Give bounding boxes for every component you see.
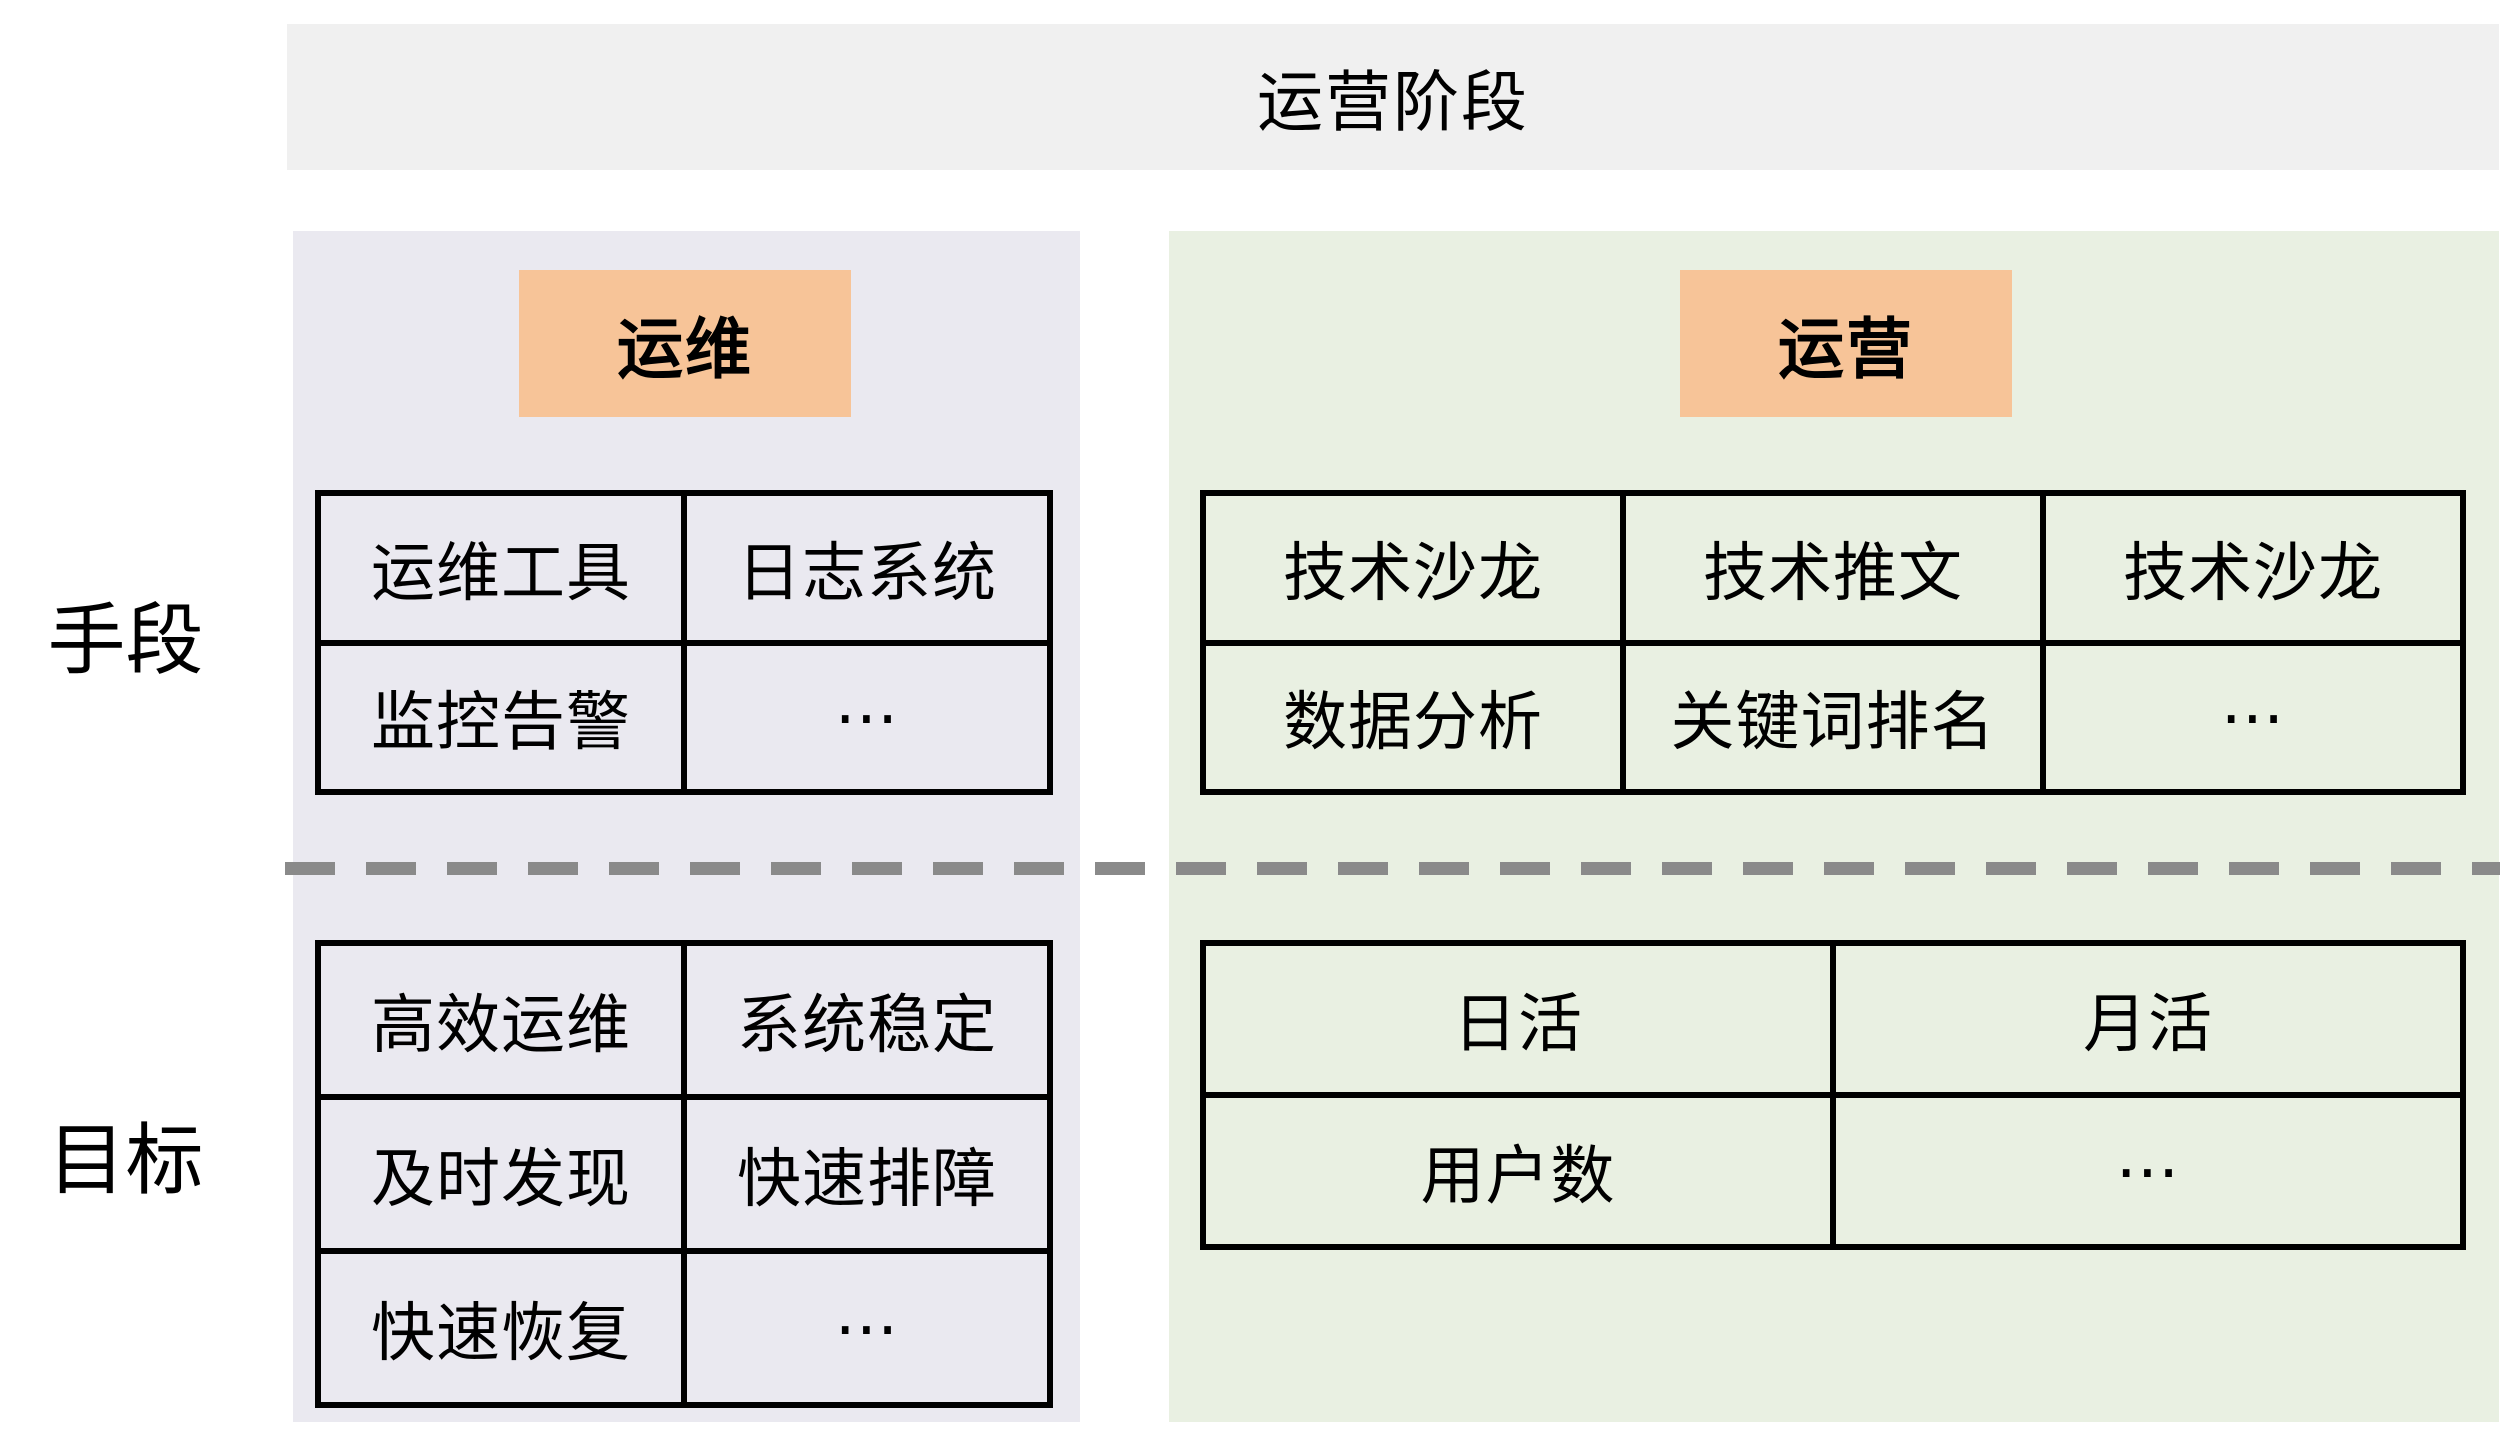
goals-table-operations: 日活 月活 用户数 ⋯: [1200, 940, 2466, 1250]
table-cell: 技术沙龙: [1206, 496, 1620, 640]
table-cell: 快速恢复: [321, 1254, 681, 1402]
goals-table-ops-maintenance: 高效运维 系统稳定 及时发现 快速排障 快速恢复 ⋯: [315, 940, 1053, 1408]
table-cell: 关键词排名: [1626, 645, 2040, 789]
table-cell: 及时发现: [321, 1100, 681, 1248]
ops-maintenance-tag: 运维: [519, 270, 851, 417]
methods-table-ops-maintenance: 运维工具 日志系统 监控告警 ⋯: [315, 490, 1053, 795]
table-cell: 用户数: [1206, 1098, 1830, 1244]
table-cell: 监控告警: [321, 645, 681, 789]
operations-tag: 运营: [1680, 270, 2012, 417]
table-cell: ⋯: [687, 1254, 1047, 1402]
methods-goals-divider: [285, 862, 2500, 875]
methods-table-operations: 技术沙龙 技术推文 技术沙龙 数据分析 关键词排名 ⋯: [1200, 490, 2466, 795]
table-cell: 日活: [1206, 946, 1830, 1092]
row-label-goals: 目标: [47, 1116, 204, 1204]
table-cell: 运维工具: [321, 496, 681, 640]
table-cell: 高效运维: [321, 946, 681, 1094]
table-cell: 系统稳定: [687, 946, 1047, 1094]
table-cell: 技术推文: [1626, 496, 2040, 640]
table-cell: ⋯: [2046, 645, 2460, 789]
ops-maintenance-tag-label: 运维: [617, 311, 753, 386]
row-label-methods: 手段: [47, 596, 204, 684]
table-cell: 技术沙龙: [2046, 496, 2460, 640]
operations-tag-label: 运营: [1778, 311, 1914, 386]
phase-header-title: 运营阶段: [1257, 65, 1529, 139]
table-cell: 月活: [1836, 946, 2460, 1092]
table-cell: ⋯: [1836, 1098, 2460, 1244]
table-cell: 数据分析: [1206, 645, 1620, 789]
table-cell: ⋯: [687, 645, 1047, 789]
table-cell: 快速排障: [687, 1100, 1047, 1248]
table-cell: 日志系统: [687, 496, 1047, 640]
phase-header-bar: 运营阶段: [287, 24, 2499, 170]
